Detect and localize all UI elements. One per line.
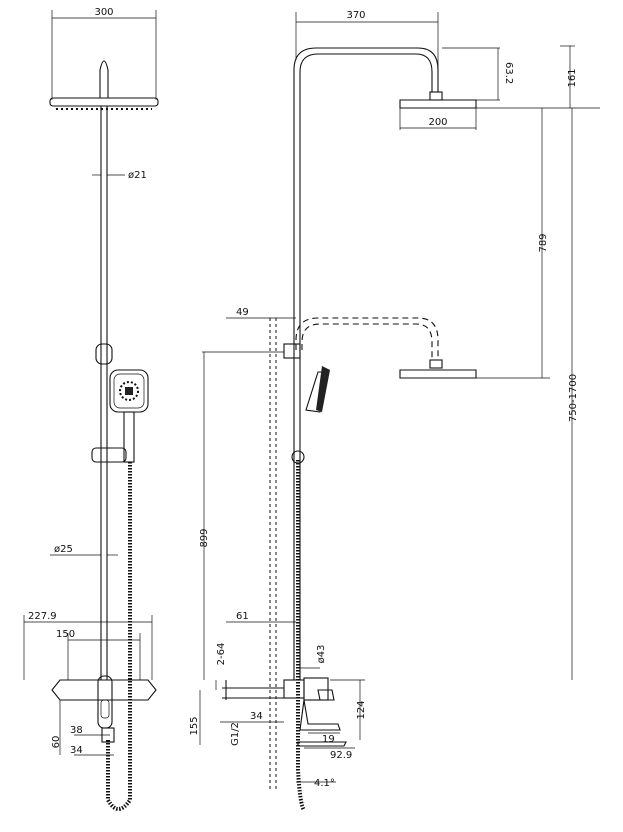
dim-head-drop: 63.2 (503, 62, 514, 84)
rain-head-side-low (399, 369, 477, 379)
dim-slide-travel: 789 (538, 233, 549, 252)
dim-shelf-width: 227.9 (28, 611, 57, 622)
dim-pipe-offset: 61 (236, 611, 249, 622)
dim-lower-height: 155 (189, 716, 200, 735)
dim-thread-size: G1/2 (230, 722, 241, 746)
dim-spout-length: 92.9 (330, 750, 352, 761)
dim-spout-drop: 19 (322, 734, 335, 745)
dim-lower-pipe-diameter: ø25 (54, 544, 73, 555)
dim-outlet-offset: 2-64 (216, 643, 227, 666)
dim-base-height: 60 (51, 736, 62, 749)
side-view: 370 63.2 161 200 789 750-1 (189, 10, 600, 812)
dim-head-diameter: 200 (428, 117, 447, 128)
dim-valve-height: 124 (356, 700, 367, 719)
dim-total-height: 750-1700 (568, 374, 579, 422)
dim-valve-width: 150 (56, 629, 75, 640)
dim-body-diameter: ø43 (316, 645, 327, 664)
dim-wall-offset: 49 (236, 307, 249, 318)
dim-upper-pipe-diameter: ø21 (128, 170, 147, 181)
dim-top-height: 161 (567, 68, 578, 87)
dim-inlet-spacing: 38 (70, 725, 83, 736)
rain-head-front (49, 97, 159, 107)
front-view: 300 ø21 ø25 227.9 (23, 7, 159, 811)
dim-head-width: 300 (94, 7, 113, 18)
rain-head-side (399, 99, 477, 109)
dim-angle: 4.1° (314, 778, 335, 789)
dim-inlet-width: 34 (70, 745, 83, 756)
dim-arm-reach: 370 (346, 10, 365, 21)
dim-bracket-height: 899 (199, 528, 210, 547)
dim-inlet-length: 34 (250, 711, 263, 722)
thermostat-shelf-front (51, 679, 157, 701)
